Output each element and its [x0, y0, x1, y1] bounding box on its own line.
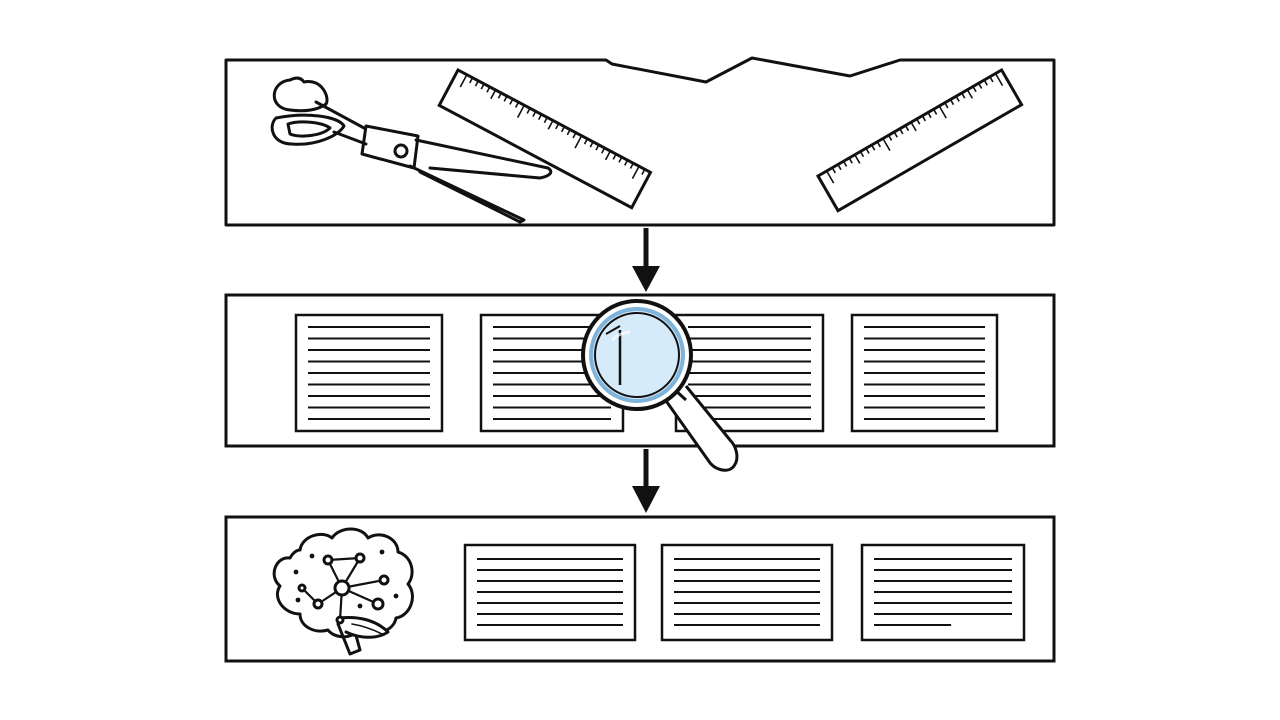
- scissors-icon: [270, 76, 553, 224]
- decor-line: [543, 117, 548, 124]
- decor-line: [916, 118, 921, 125]
- decor-line: [474, 80, 480, 87]
- decor-line: [865, 147, 870, 154]
- ruler-icon: [437, 67, 653, 210]
- decor-line: [887, 134, 893, 141]
- decor-line: [601, 147, 606, 154]
- decor-line: [932, 108, 938, 115]
- decor-line: [848, 157, 853, 164]
- decor-line: [899, 128, 904, 135]
- decor-line: [825, 170, 835, 184]
- decor-line: [876, 141, 882, 148]
- decor-line: [547, 120, 554, 130]
- decor-line: [882, 138, 891, 152]
- output-document: [860, 543, 1026, 642]
- decor-line: [583, 138, 589, 145]
- decor-line: [555, 123, 560, 130]
- decor-line: [641, 168, 646, 175]
- decor-line: [572, 132, 577, 139]
- decor-line: [514, 101, 520, 108]
- decor-line: [927, 112, 932, 119]
- decor-line: [490, 89, 497, 100]
- output-document: [660, 543, 834, 642]
- decor-line: [871, 144, 876, 151]
- decor-line: [910, 121, 917, 132]
- decor-line: [480, 83, 485, 90]
- decor-line: [503, 95, 508, 102]
- decor-line: [509, 98, 514, 105]
- magnifying-glass-icon: [581, 299, 739, 472]
- decor-line: [589, 141, 594, 148]
- decor-line: [532, 110, 537, 117]
- decor-line: [459, 74, 468, 88]
- decor-line: [526, 107, 531, 114]
- decor-line: [604, 150, 612, 161]
- decor-line: [938, 105, 947, 119]
- document-card: [294, 313, 444, 433]
- decor-line: [631, 165, 640, 179]
- decor-line: [842, 160, 848, 167]
- decor-line: [612, 153, 617, 160]
- document-card: [850, 313, 999, 433]
- decor-line: [566, 129, 571, 136]
- decor-line: [497, 92, 502, 99]
- decor-line: [516, 104, 525, 118]
- decor-line: [994, 73, 1004, 87]
- decor-line: [574, 135, 583, 149]
- decor-line: [837, 164, 842, 171]
- decor-line: [944, 102, 949, 109]
- ruler-icon: [815, 67, 1024, 213]
- decor-line: [961, 92, 966, 99]
- decor-line: [977, 82, 983, 89]
- down-arrow: [632, 228, 660, 292]
- decor-line: [972, 86, 977, 93]
- brain-dots: [293, 549, 399, 609]
- decor-line: [966, 89, 974, 99]
- decor-line: [904, 125, 910, 132]
- decor-line: [854, 154, 861, 164]
- decor-line: [595, 144, 600, 151]
- decor-line: [469, 77, 474, 84]
- brain-network-icon: [272, 527, 414, 656]
- decor-line: [893, 131, 898, 138]
- decor-line: [831, 167, 836, 174]
- decor-line: [618, 156, 623, 163]
- decor-line: [537, 113, 543, 121]
- decor-line: [949, 99, 955, 106]
- decor-line: [624, 159, 629, 166]
- decor-line: [921, 115, 927, 122]
- decor-line: [629, 162, 634, 169]
- decor-line: [989, 76, 994, 83]
- decor-line: [486, 86, 491, 93]
- decor-line: [859, 151, 865, 158]
- down-arrow: [632, 449, 660, 513]
- decor-line: [955, 95, 960, 102]
- decor-line: [560, 126, 566, 133]
- decor-line: [983, 79, 988, 86]
- output-document: [463, 543, 637, 642]
